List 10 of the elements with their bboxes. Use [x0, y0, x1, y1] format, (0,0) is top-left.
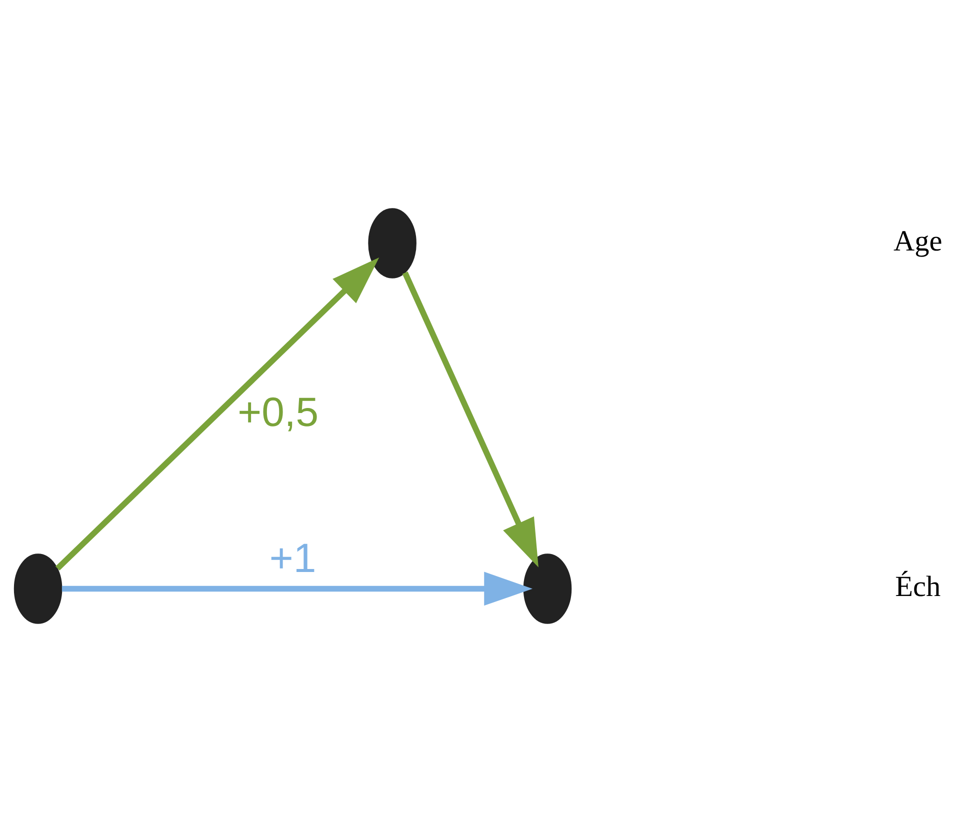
node-circle — [14, 553, 62, 624]
arrow — [402, 271, 538, 567]
arrow — [62, 571, 533, 606]
edge-label: +0,5 — [238, 388, 319, 435]
label: Age — [893, 225, 942, 258]
label: Éch — [895, 570, 941, 603]
arrow — [55, 256, 380, 570]
node-circle — [523, 553, 572, 624]
node-circle — [368, 208, 416, 278]
edge-label: +1 — [269, 534, 316, 580]
